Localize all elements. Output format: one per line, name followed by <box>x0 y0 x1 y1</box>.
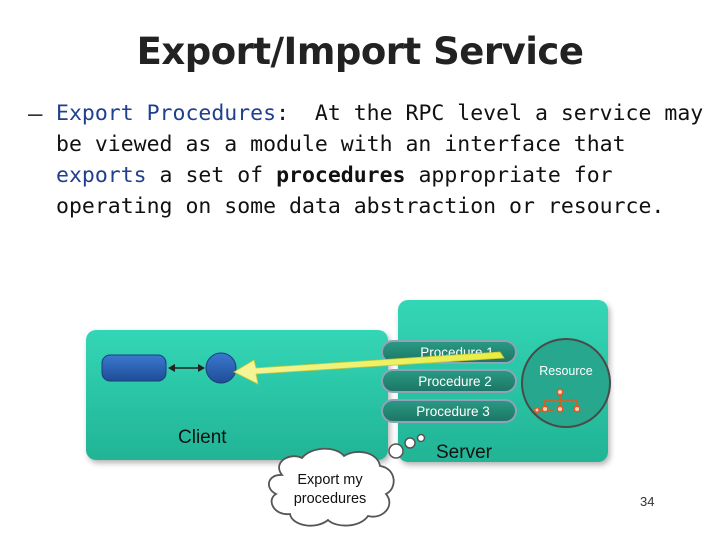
client-label: Client <box>178 427 227 448</box>
thought-cloud <box>268 447 395 527</box>
resource-label: Resource <box>539 364 593 378</box>
bullet-text-1: At the RPC level a service may be viewed… <box>56 101 717 157</box>
resource-circle <box>521 338 611 428</box>
procedure-2: Procedure 2 <box>381 369 517 393</box>
procedure-2-label: Procedure 2 <box>418 374 492 389</box>
procedure-3: Procedure 3 <box>381 399 517 423</box>
bullet-procedures-word: procedures <box>276 163 406 188</box>
slide-title: Export/Import Service <box>136 30 584 73</box>
thought-bubble: Export my procedures <box>268 433 426 527</box>
bullet-exports-word: exports <box>56 163 147 188</box>
bullet-text-3: appropriate for operating on some data a… <box>56 163 665 219</box>
server-label: Server <box>436 442 493 463</box>
bullet-text: Export Procedures: At the RPC level a se… <box>56 98 706 222</box>
bullet-lead: Export Procedures <box>56 101 277 126</box>
bullet-colon: : <box>276 101 290 126</box>
client-endpoint-icon <box>205 352 237 384</box>
bullet-dash: – <box>28 100 43 128</box>
client-link-arrowhead-left <box>168 364 175 372</box>
resource-tree-icon <box>534 388 581 413</box>
procedure-3-label: Procedure 3 <box>416 404 490 419</box>
client-link-arrowhead-right <box>198 364 205 372</box>
slide-number: 34 <box>640 494 655 509</box>
client-box <box>86 330 388 460</box>
bullet-text-2: a set of <box>146 163 277 188</box>
thought-line-1: Export my <box>297 472 363 488</box>
thought-line-2: procedures <box>294 491 367 507</box>
call-arrow-icon <box>233 351 505 385</box>
client-handle-icon <box>101 354 167 382</box>
